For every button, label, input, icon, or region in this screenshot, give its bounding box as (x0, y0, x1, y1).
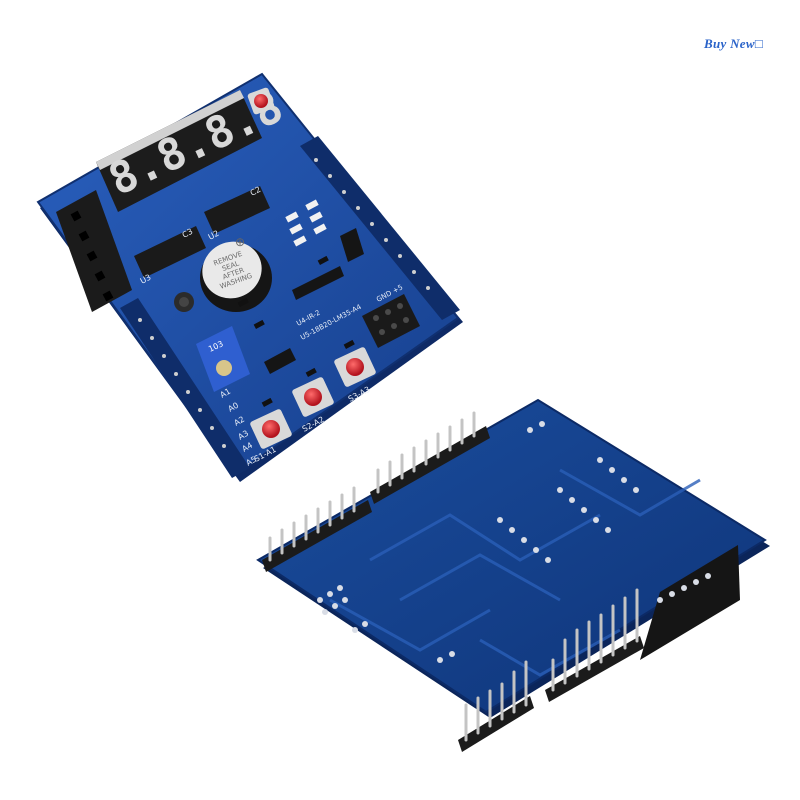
chip-label-c3: C3 (181, 227, 195, 240)
back-solder-pads (317, 421, 711, 663)
button-s1[interactable] (249, 408, 292, 450)
front-left-header (56, 190, 132, 312)
potentiometer[interactable]: 103 (196, 326, 250, 392)
buzzer-symbol: ⊕ (235, 235, 245, 249)
back-header-pins-bottom-left (458, 660, 534, 752)
reset-button[interactable] (247, 87, 275, 115)
front-board: 8.8.8.8 ⊕ REMOVE SEAL AFTER WASHING (36, 72, 463, 482)
jumper (264, 348, 296, 374)
front-right-pin-header (300, 136, 460, 320)
button-s2[interactable] (291, 376, 334, 418)
back-header-pins-left (262, 486, 372, 572)
back-board (256, 398, 770, 752)
sensor-header (292, 228, 420, 348)
front-bottom-pin-header (120, 298, 250, 478)
shift-register-chip-2 (204, 186, 270, 234)
buzzer: ⊕ REMOVE SEAL AFTER WASHING (200, 235, 272, 312)
smd-resistors (237, 255, 355, 407)
shift-register-chip-1 (134, 226, 206, 278)
buy-new-badge: Buy New□ (704, 36, 764, 51)
back-connector (640, 545, 740, 660)
back-header-pins-top (370, 411, 490, 504)
back-header-pins-bottom-right (545, 588, 644, 702)
back-traces (329, 468, 701, 677)
led-array (285, 199, 327, 247)
button-s3[interactable] (333, 346, 376, 388)
chip-label-c2: C2 (249, 185, 263, 198)
capacitor (174, 292, 194, 312)
